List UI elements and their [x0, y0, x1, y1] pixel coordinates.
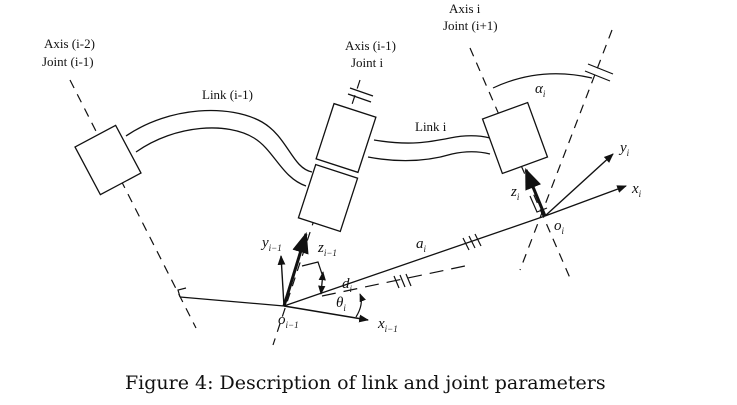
y-i-symbol: yi	[618, 140, 630, 158]
d-i-symbol: di	[342, 276, 353, 294]
y-im1-symbol: yi−1	[260, 235, 282, 253]
z-im1-arrow	[282, 231, 309, 307]
joint-i-box-upper	[315, 102, 377, 174]
joint-i-box-lower	[297, 163, 359, 233]
o-i-symbol: oi	[554, 218, 565, 236]
y-i-arrow	[544, 153, 614, 217]
axis-im2-label: Axis (i-2)	[44, 36, 95, 51]
x-i-arrow	[544, 185, 627, 217]
figure-caption: Figure 4: Description of link and joint …	[125, 372, 606, 394]
a-i-symbol: ai	[416, 236, 427, 254]
link-i-label: Link i	[415, 119, 447, 134]
axis-i-parallel-line	[519, 29, 613, 271]
joint-ip1-label: Joint (i+1)	[443, 18, 498, 33]
x-i-symbol: xi	[631, 181, 642, 199]
d-i-arrow	[318, 271, 326, 295]
link-i-band-bottom	[367, 151, 491, 162]
link-i-band-top	[373, 135, 491, 144]
axis-im2-line	[69, 79, 197, 329]
y-im1-arrow	[277, 255, 286, 307]
axis-im1-line	[272, 79, 361, 346]
axis-im1-label: Axis (i-1)	[345, 38, 396, 53]
joint-im1-label: Joint (i-1)	[42, 54, 94, 69]
z-i-symbol: zi	[510, 184, 520, 202]
x-im1-arrow	[283, 305, 369, 323]
parallel-normal-line	[321, 265, 466, 297]
link-im1-band-top	[125, 109, 313, 173]
alpha-arc	[492, 73, 593, 89]
x-im1-symbol: xi−1	[377, 316, 398, 334]
joint-i-label: Joint i	[351, 55, 384, 70]
x-im1-base-line	[179, 296, 285, 307]
joint-im1-box	[74, 124, 142, 196]
z-im1-symbol: zi−1	[317, 240, 337, 258]
theta-arc	[355, 293, 366, 318]
joint-ip1-box	[481, 101, 549, 175]
axis-i-line	[469, 47, 571, 279]
link-im1-band-bottom	[135, 127, 307, 187]
z-i-arrow	[524, 168, 547, 217]
axis-i-label: Axis i	[449, 1, 481, 16]
o-im1-symbol: oi−1	[278, 312, 299, 330]
theta-i-symbol: θi	[336, 295, 346, 313]
alpha-i-symbol: αi	[535, 81, 546, 99]
common-normal-ai	[283, 215, 546, 307]
link-im1-label: Link (i-1)	[202, 87, 253, 102]
